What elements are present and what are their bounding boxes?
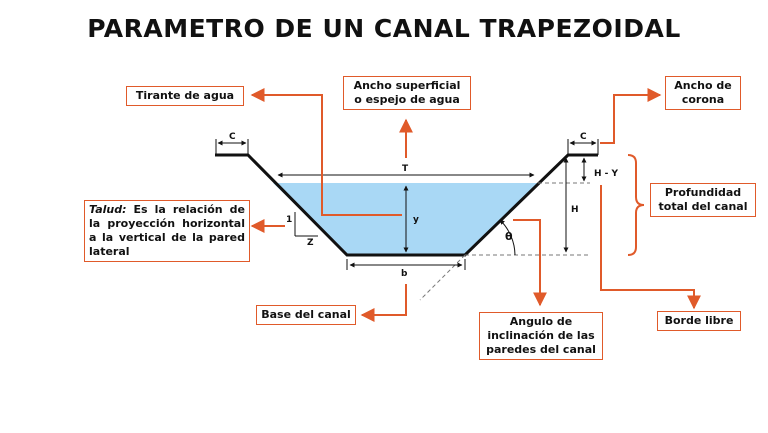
leader-corona: [600, 88, 662, 144]
label-profundidad: Profundidad total del canal: [650, 183, 756, 217]
symbol-t: T: [402, 164, 409, 174]
symbol-h: H: [571, 205, 579, 215]
leader-tirante: [250, 88, 402, 216]
label-talud: Talud: Es la relación de la proyección h…: [84, 200, 250, 262]
symbol-hy: H - Y: [594, 169, 619, 179]
symbol-theta: θ: [505, 230, 513, 243]
page-title: PARAMETRO DE UN CANAL TRAPEZOIDAL: [87, 14, 681, 43]
label-ancho-corona: Ancho de corona: [665, 76, 741, 110]
label-angulo: Angulo de inclinación de las paredes del…: [479, 312, 603, 360]
leader-profundidad-bracket: [627, 154, 645, 256]
leader-base: [360, 284, 407, 322]
symbol-b: b: [401, 269, 408, 279]
label-base: Base del canal: [256, 305, 356, 325]
symbol-c-right: C: [580, 132, 587, 142]
leader-angulo: [513, 219, 547, 307]
label-tirante: Tirante de agua: [126, 86, 244, 106]
leader-borde: [600, 185, 701, 310]
label-talud-text: Es la relación de la proyección horizont…: [89, 203, 245, 258]
canal-profile: [215, 153, 598, 257]
symbol-y: y: [413, 215, 419, 225]
label-ancho-superficial: Ancho superficial o espejo de agua: [343, 76, 471, 110]
label-borde-libre: Borde libre: [657, 311, 741, 331]
label-talud-term: Talud:: [89, 203, 127, 216]
slope-extension-dash: [419, 254, 466, 301]
symbol-z: Z: [307, 238, 314, 248]
angle-arc: [499, 219, 516, 256]
symbol-c-left: C: [229, 132, 236, 142]
symbol-one: 1: [286, 215, 292, 225]
